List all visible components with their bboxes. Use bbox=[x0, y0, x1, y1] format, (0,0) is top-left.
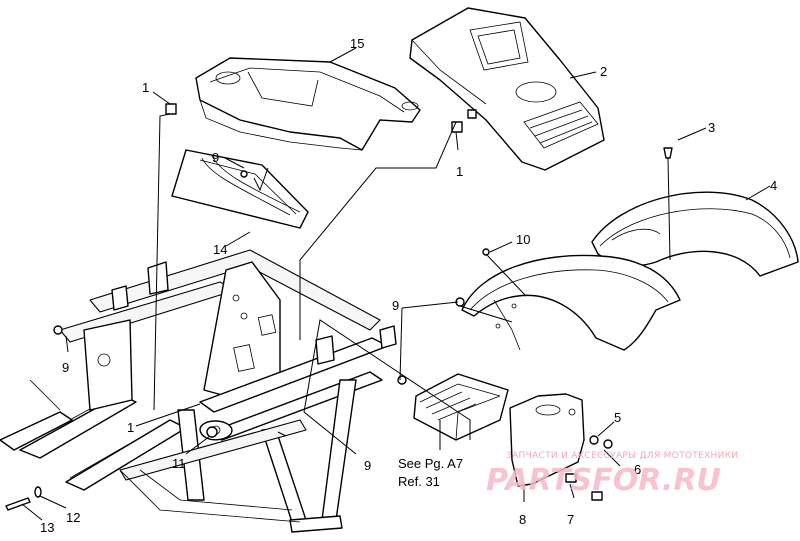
clip-1-left bbox=[165, 103, 177, 115]
callout-1: 1 bbox=[142, 80, 149, 95]
taillight-assembly bbox=[413, 373, 509, 441]
callout-4: 4 bbox=[770, 178, 777, 193]
callout-10: 10 bbox=[516, 232, 530, 247]
fasteners bbox=[5, 103, 673, 511]
note-line-2: Ref. 31 bbox=[398, 474, 440, 489]
callout-9: 9 bbox=[392, 298, 399, 313]
part-8-plate-bracket bbox=[509, 393, 585, 487]
part-15-front-cover bbox=[195, 57, 421, 151]
callout-12: 12 bbox=[66, 510, 80, 525]
callout-3: 3 bbox=[708, 120, 715, 135]
callout-labels: 1 1 1 2 3 4 5 6 7 8 9 9 9 9 10 11 12 13 … bbox=[40, 36, 777, 535]
part-4-rear-fender bbox=[591, 191, 799, 277]
part-2-rear-cover bbox=[409, 7, 605, 171]
clip-1-right bbox=[451, 121, 463, 133]
frame-assembly bbox=[0, 249, 397, 533]
callout-13: 13 bbox=[40, 520, 54, 535]
note-line-1: See Pg. A7 bbox=[398, 456, 463, 471]
watermark-logo: PARTSFOR.RU bbox=[486, 463, 721, 498]
callout-9: 9 bbox=[364, 458, 371, 473]
watermark-tagline: ЗАПЧАСТИ И АКСЕССУАРЫ ДЛЯ МОТОТЕХНИКИ bbox=[506, 451, 738, 461]
callout-7: 7 bbox=[567, 512, 574, 527]
part-4-front-fender bbox=[461, 254, 681, 351]
callout-15: 15 bbox=[350, 36, 364, 51]
callout-5: 5 bbox=[614, 410, 621, 425]
callout-14: 14 bbox=[213, 242, 227, 257]
callout-2: 2 bbox=[600, 64, 607, 79]
callout-1: 1 bbox=[456, 164, 463, 179]
watermark: ЗАПЧАСТИ И АКСЕССУАРЫ ДЛЯ МОТОТЕХНИКИ PA… bbox=[486, 451, 738, 498]
callout-9: 9 bbox=[212, 150, 219, 165]
callout-9: 9 bbox=[62, 360, 69, 375]
callout-11: 11 bbox=[172, 456, 186, 471]
leader-lines bbox=[21, 47, 771, 521]
callout-1: 1 bbox=[127, 420, 134, 435]
part-14-inner-panel bbox=[171, 149, 309, 229]
callout-6: 6 bbox=[634, 462, 641, 477]
callout-8: 8 bbox=[519, 512, 526, 527]
reference-note: See Pg. A7 Ref. 31 bbox=[398, 456, 463, 489]
